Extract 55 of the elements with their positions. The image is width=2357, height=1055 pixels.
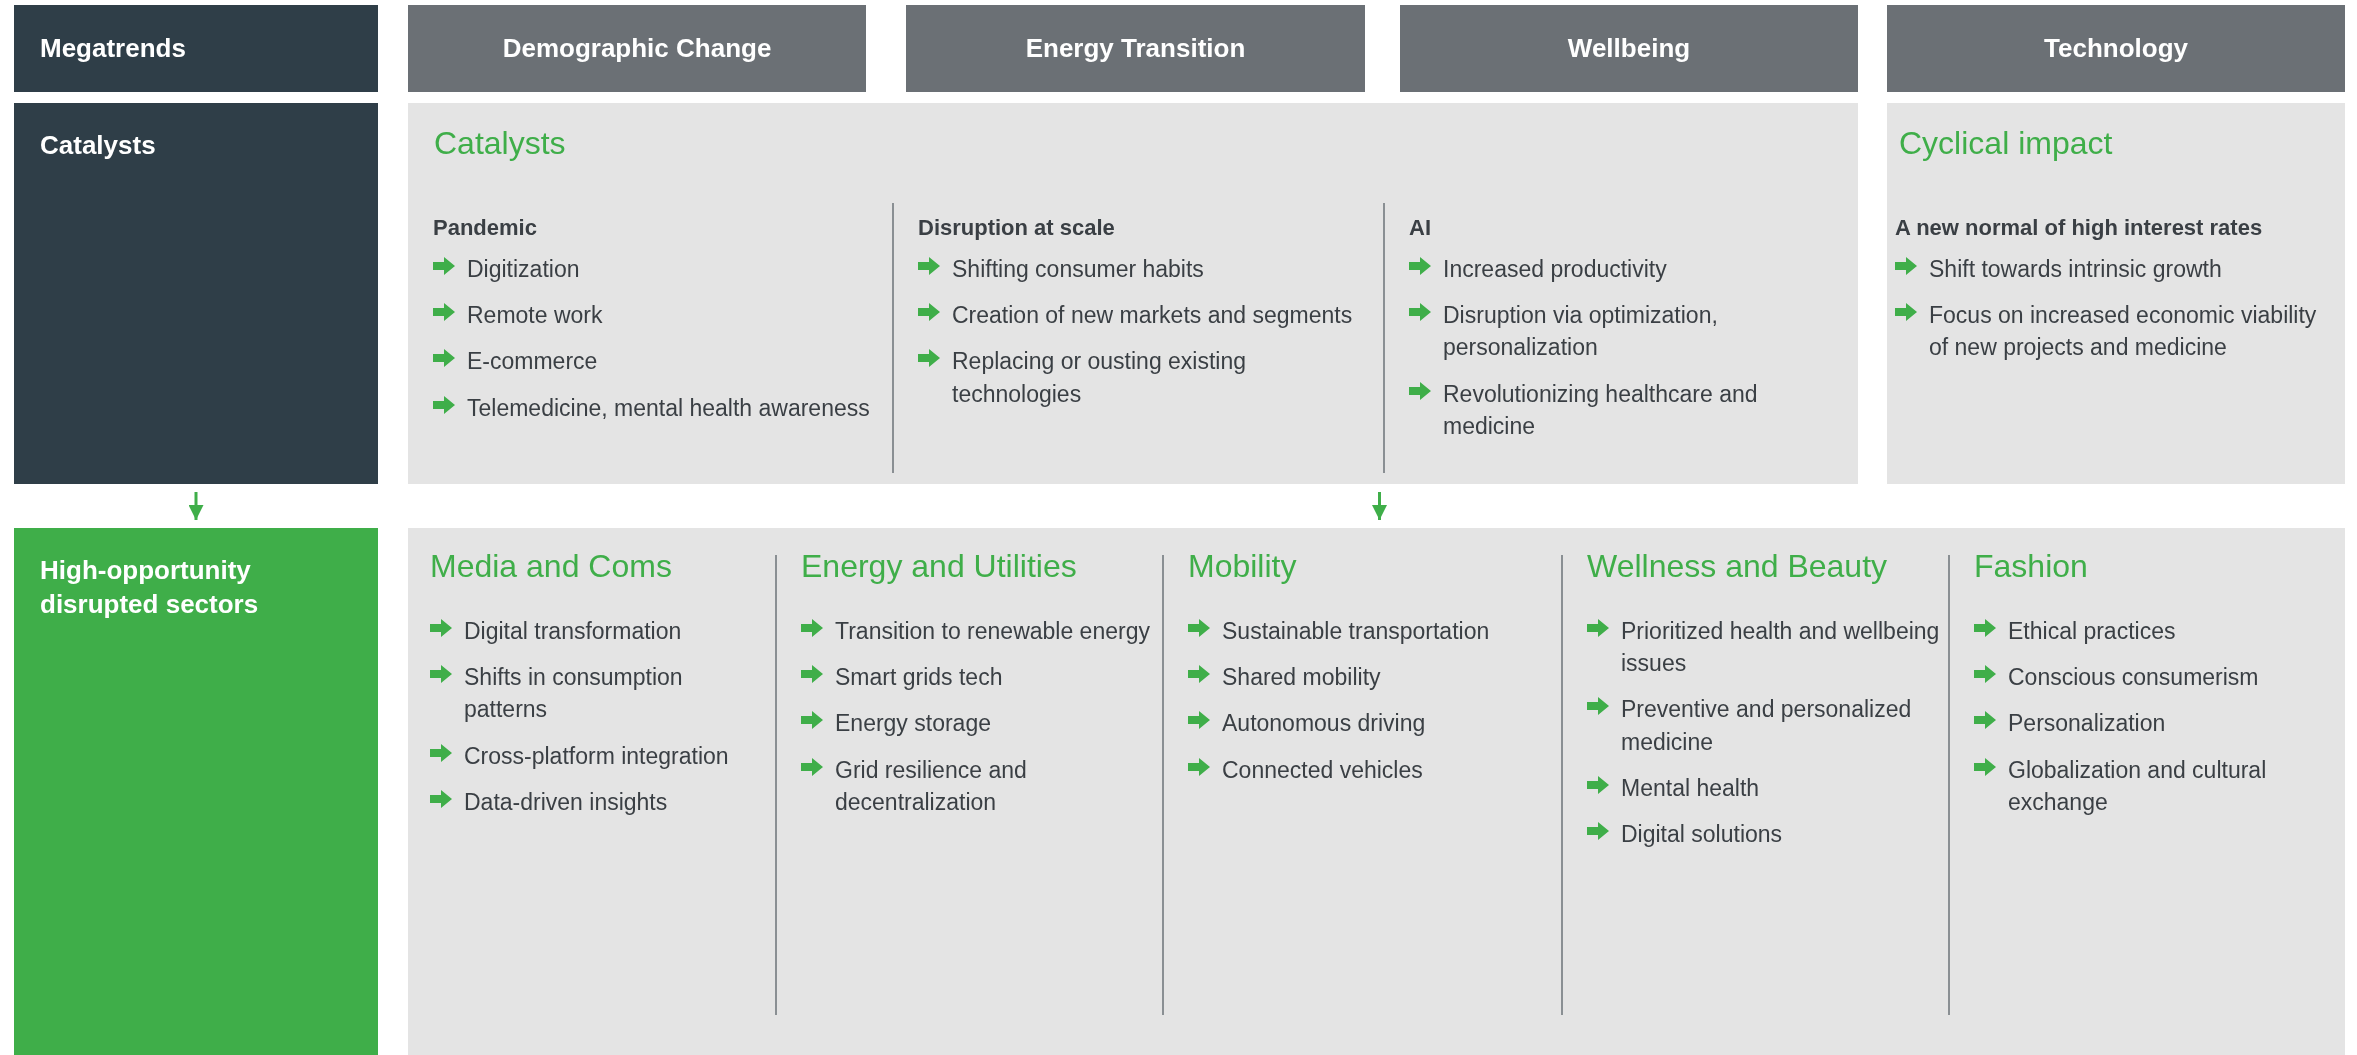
bullet-text: Sustainable transportation (1222, 617, 1490, 646)
column-header: Demographic Change (408, 5, 866, 92)
sector-heading: Wellness and Beauty (1587, 548, 1889, 585)
panel-background (408, 528, 2345, 1055)
bullet-text: Revolutionizing healthcare and medicine (1443, 379, 1759, 441)
column-header: Energy Transition (906, 5, 1365, 92)
sector-heading: Energy and Utilities (801, 548, 1078, 585)
bullet-text: Remote work (467, 301, 603, 331)
subheading: Disruption at scale (918, 215, 1116, 241)
bullet-text: Globalization and cultural exchange (2008, 755, 2268, 817)
bullet-text: Shifts in consumption patterns (464, 663, 684, 725)
arrow (188, 492, 204, 520)
bullet-text: Disruption via optimization, personalization (1443, 301, 1719, 363)
bullet-text: Transition to renewable energy (835, 617, 1150, 646)
subheading: AI (1409, 215, 1432, 241)
bullet-text: Shifting consumer habits (952, 255, 1204, 284)
bullet-text: Autonomous driving (1222, 709, 1426, 739)
column-header: Wellbeing (1400, 5, 1858, 92)
bullet-text: Smart grids tech (835, 663, 1003, 693)
bullet-text: Prioritized health and wellbeing issues (1621, 617, 1940, 679)
bullet-text: Energy storage (835, 709, 991, 739)
panel-heading: Catalysts (434, 125, 566, 162)
row-header: High-opportunity disrupted sectors (14, 528, 378, 1055)
panel-background (1887, 103, 2345, 484)
row-header: Catalysts (14, 103, 378, 484)
panel-heading: Cyclical impact (1899, 125, 2113, 162)
bullet-text: Replacing or ousting existing technologies (952, 347, 1248, 409)
bullet-text: Telemedicine, mental health awareness (467, 393, 870, 423)
bullet-text: Cross-platform integration (464, 741, 729, 771)
subheading: A new normal of high interest rates (1895, 215, 2264, 241)
arrow (1372, 492, 1387, 520)
bullet-text: Data-driven insights (464, 787, 668, 817)
bullet-text: Preventive and personalized medicine (1621, 695, 1913, 757)
bullet-text: Shift towards intrinsic growth (1929, 255, 2222, 284)
bullet-text: Focus on increased economic viability of new projects and medicine (1929, 301, 2318, 363)
bullet-text: Connected vehicles (1222, 755, 1423, 785)
bullet-text: Conscious consumerism (2008, 663, 2259, 693)
sector-heading: Media and Coms (430, 548, 673, 585)
bullet-text: Digital transformation (464, 617, 682, 646)
panel-background (408, 103, 1858, 484)
bullet-text: E-commerce (467, 347, 598, 377)
bullet-text: Digital solutions (1621, 819, 1783, 849)
bullet-text: Increased productivity (1443, 255, 1667, 284)
row-header: Megatrends (14, 5, 378, 92)
column-header: Technology (1887, 5, 2345, 92)
bullet-text: Personalization (2008, 709, 2166, 739)
sector-heading: Fashion (1974, 548, 2089, 585)
sector-heading: Mobility (1188, 548, 1298, 585)
subheading: Pandemic (433, 215, 538, 241)
bullet-text: Grid resilience and decentralization (835, 755, 1028, 817)
bullet-text: Ethical practices (2008, 617, 2176, 646)
bullet-text: Shared mobility (1222, 663, 1381, 693)
bullet-text: Mental health (1621, 773, 1760, 803)
bullet-text: Digitization (467, 255, 580, 284)
bullet-text: Creation of new markets and segments (952, 301, 1353, 331)
